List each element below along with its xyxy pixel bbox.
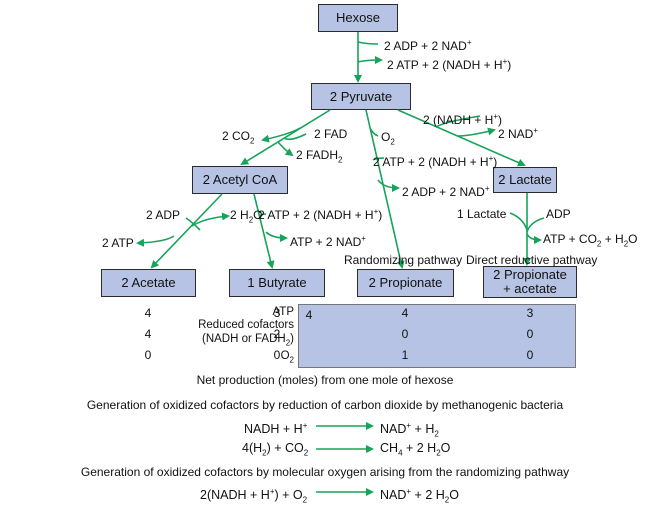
cell-acetate-atp: 4 [144, 306, 152, 320]
cell-butyrate-cofactors: 2 [273, 327, 281, 341]
label-adp-nad: 2 ADP + 2 NAD+ [384, 38, 472, 53]
caption-methanogenic: Generation of oxidized cofactors by redu… [86, 398, 564, 412]
eq3-left: 2(NADH + H+) + O2 [200, 487, 308, 505]
cell-butyrate-atp: 3 [273, 306, 281, 320]
label-atp-nadh: 2 ATP + 2 (NADH + H+) [387, 57, 512, 72]
propionate-box: 2 Propionate [357, 269, 454, 297]
label-o2: O2 [381, 130, 395, 147]
branch-fadh2 [277, 141, 294, 157]
arrow-acetylcoa-butyrate [253, 193, 275, 269]
arrow-pyruvate-acetylcoa [240, 109, 331, 166]
cell-propionate-atp: 4 [401, 306, 409, 320]
label-two-fad: 2 FAD [314, 127, 348, 141]
cell-propacetate-o2: 0 [526, 348, 534, 362]
branch-atp-co2 [526, 233, 542, 244]
row-label-o2: O2 [280, 350, 294, 365]
cell-propionate-cofactors: 0 [401, 327, 409, 341]
cell-propacetate-cofactors: 0 [526, 327, 534, 341]
acetyl-coa-box: 2 Acetyl CoA [192, 166, 288, 194]
table-row-atp: 4 [299, 308, 575, 328]
branch-fad [283, 133, 307, 141]
acetate-box: 2 Acetate [101, 269, 196, 297]
branch-co2 [261, 127, 301, 143]
label-two-co2: 2 CO2 [222, 129, 255, 146]
eq1-right: NAD+ + H2 [380, 421, 439, 439]
label-adp-nad-mid: 2 ADP + 2 NAD+ [402, 184, 490, 199]
branch-atp [136, 235, 175, 247]
branch-adp [185, 217, 201, 231]
pyruvate-box: 2 Pyruvate [311, 83, 411, 110]
branch-atp-mid [372, 157, 385, 161]
arrow-acetylcoa-acetate [150, 193, 223, 269]
hexose-box: Hexose [318, 4, 398, 32]
label-two-nad: 2 NAD+ [498, 126, 539, 141]
row-label-nadh-fadh2: (NADH or FADH2) [202, 333, 294, 348]
cell-acetate-cofactors: 4 [144, 327, 152, 341]
label-atp-nad: ATP + 2 NAD+ [290, 234, 366, 249]
cell-butyrate-o2: 0 [273, 348, 281, 362]
label-one-lactate: 1 Lactate [457, 207, 507, 221]
arrow-pyruvate-lactate [397, 109, 526, 167]
cell-acetate-o2: 0 [144, 348, 152, 362]
eq3-right: NAD+ + 2 H2O [380, 487, 459, 505]
cell: 4 [305, 308, 313, 322]
branch-atp-nad [265, 231, 288, 242]
lactate-box: 2 Lactate [493, 167, 557, 193]
cell-propionate-o2: 1 [401, 348, 409, 362]
branch-o2 [369, 127, 379, 137]
row-label-reduced-cofactors: Reduced cofactors [198, 319, 294, 331]
eq1-left: NADH + H+ [244, 421, 308, 437]
row-label-atp: ATP [272, 306, 294, 318]
branch-adp-nad [357, 41, 379, 45]
caption-net-production: Net production (moles) from one mole of … [196, 373, 454, 387]
label-nadh-top: 2 (NADH + H+) [423, 112, 503, 127]
label-two-h2o: 2 H2O [230, 208, 263, 225]
eq2-right: CH4 + 2 H2O [380, 441, 451, 458]
label-two-adp: 2 ADP [146, 208, 181, 222]
net-production-table: 4 [298, 304, 576, 368]
branch-h2o [191, 212, 230, 227]
propionate-acetate-box: 2 Propionate + acetate [483, 266, 577, 298]
branch-adp-mid [377, 179, 400, 192]
branch-atp-nadh [357, 56, 383, 65]
label-atp-nadh-left: 2 ATP + 2 (NADH + H+) [258, 207, 383, 222]
branch-nadh-top [435, 115, 481, 128]
label-atp-co2-h2o: ATP + CO2 + H2O [543, 232, 638, 249]
label-two-atp: 2 ATP [102, 236, 134, 250]
label-direct-reductive-pathway: Direct reductive pathway [466, 253, 598, 267]
butyrate-box: 1 Butyrate [229, 269, 325, 297]
branch-nad-top [457, 127, 496, 137]
label-two-fadh2: 2 FADH2 [296, 148, 343, 165]
label-adp: ADP [546, 207, 571, 221]
arrow-pyruvate-propionate [365, 109, 405, 269]
branch-adp-right [526, 217, 545, 233]
caption-oxygen: Generation of oxidized cofactors by mole… [80, 465, 570, 479]
branch-one-lactate [509, 212, 528, 231]
branch-atp-left [259, 213, 267, 217]
eq2-left: 4(H2) + CO2 [242, 441, 309, 458]
label-atp-nadh-mid: 2 ATP + 2 (NADH + H+) [373, 154, 498, 169]
label-randomizing-pathway: Randomizing pathway [344, 253, 463, 267]
cell-propacetate-atp: 3 [526, 306, 534, 320]
